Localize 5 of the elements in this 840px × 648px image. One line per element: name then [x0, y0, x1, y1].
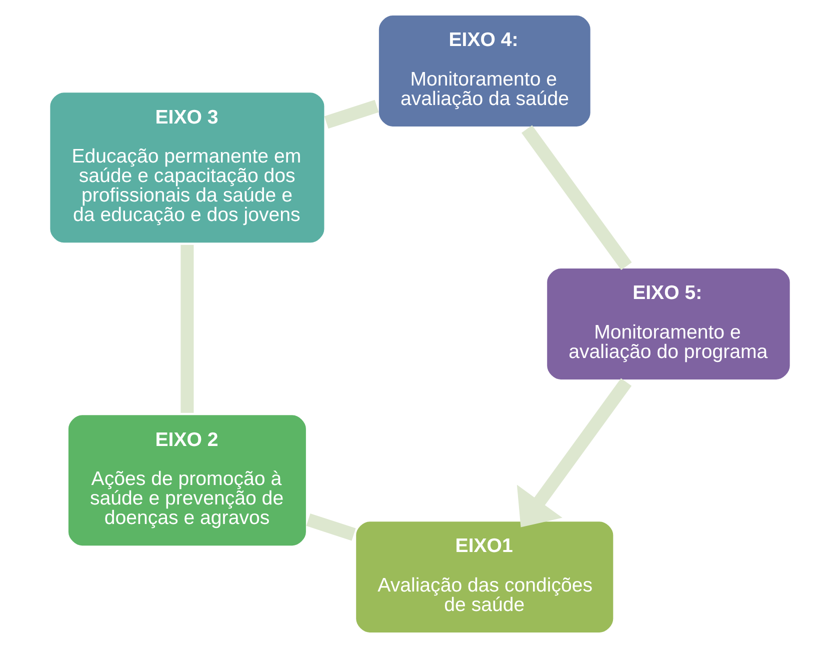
connector: [180, 244, 194, 413]
arrow: [516, 378, 632, 528]
connector: [522, 125, 632, 270]
connector: [324, 100, 379, 129]
connector: [306, 514, 356, 541]
